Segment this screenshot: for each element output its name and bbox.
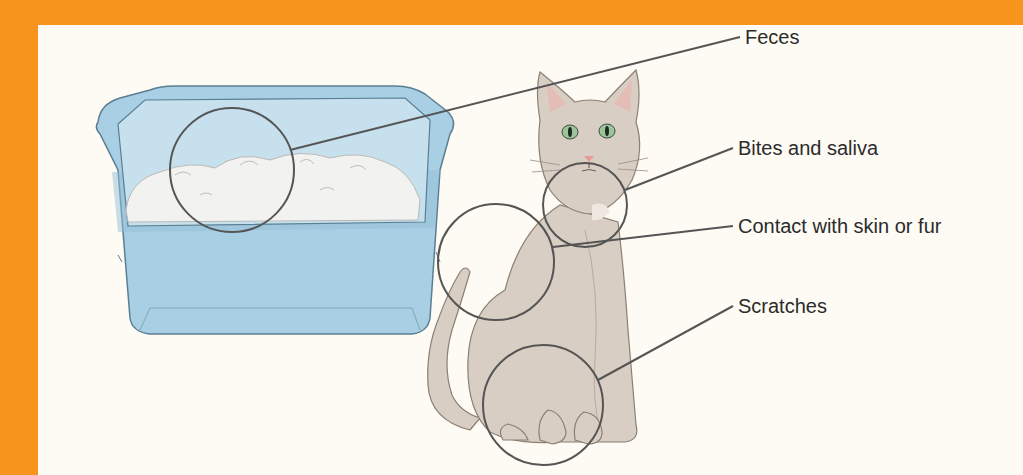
leader-line (290, 37, 740, 150)
callout-label: Contact with skin or fur (738, 214, 941, 238)
callouts (170, 37, 740, 465)
leader-line (553, 226, 733, 247)
callout-label: Scratches (738, 294, 827, 318)
leader-line (598, 306, 733, 380)
callout-label: Bites and saliva (738, 136, 878, 160)
callout-label: Feces (745, 25, 799, 49)
callout-circle (543, 163, 627, 247)
callout-circle (438, 204, 554, 320)
callout-circle (483, 345, 603, 465)
callout-circle (170, 108, 294, 232)
cat (428, 70, 648, 444)
leader-line (625, 148, 733, 190)
